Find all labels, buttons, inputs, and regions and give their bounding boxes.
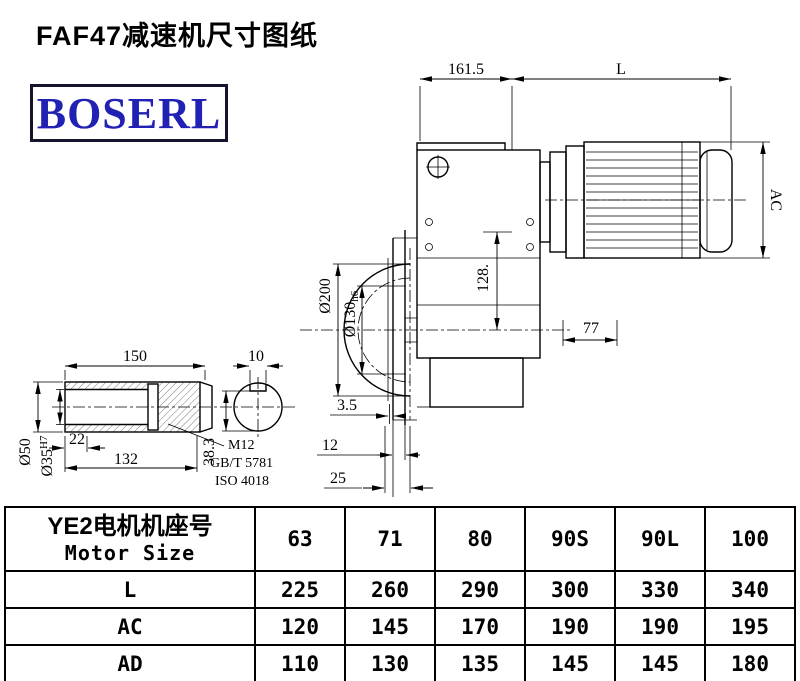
dimension-lines <box>35 76 766 491</box>
table-cell: 340 <box>704 570 796 609</box>
keyway-slot <box>249 384 267 392</box>
fan-cover <box>699 149 733 253</box>
dim-12-label: 12 <box>322 437 338 454</box>
dim-10-label: 10 <box>248 348 264 365</box>
dim-25-label: 25 <box>330 470 346 487</box>
note-iso-4018: ISO 4018 <box>215 474 269 489</box>
column-header-90s: 90S <box>524 506 616 572</box>
table-cell: 110 <box>254 644 346 681</box>
column-header-63: 63 <box>254 506 346 572</box>
center-lines <box>52 199 748 439</box>
table-cell: 225 <box>254 570 346 609</box>
dim-130-label: Ø130h6 <box>342 290 361 337</box>
boserl-logo: BOSERL <box>30 84 228 142</box>
hollow-shaft-detail <box>64 381 213 433</box>
table-cell: 120 <box>254 607 346 646</box>
column-header-71: 71 <box>344 506 436 572</box>
motor-fins <box>586 151 698 249</box>
table-cell: 180 <box>704 644 796 681</box>
table-cell: 190 <box>614 607 706 646</box>
table-cell: 290 <box>434 570 526 609</box>
column-header-90l: 90L <box>614 506 706 572</box>
eyebolt-icon <box>426 155 450 179</box>
table-cell: 300 <box>524 570 616 609</box>
column-header-100: 100 <box>704 506 796 572</box>
dim-132-label: 132 <box>114 451 138 468</box>
flange-circle-arc <box>343 263 411 397</box>
dim-3-5-label: 3.5 <box>337 397 357 414</box>
table-cell: 195 <box>704 607 796 646</box>
header-cn: YE2电机机座号 <box>47 512 213 540</box>
shaft-section-detail <box>233 382 283 432</box>
motor-size-header-cell: YE2电机机座号 Motor Size <box>4 506 256 572</box>
row-label-AD: AD <box>4 644 256 681</box>
m12-leader <box>167 423 225 447</box>
dim-L-label: L <box>616 61 626 78</box>
table-row-L: L 225 260 290 300 330 340 <box>4 570 796 609</box>
motor-size-table: YE2电机机座号 Motor Size 63 71 80 90S 90L 100… <box>4 506 796 681</box>
note-m12: M12 <box>228 438 254 453</box>
motor-outline <box>539 141 733 259</box>
table-header-row: YE2电机机座号 Motor Size 63 71 80 90S 90L 100 <box>4 506 796 572</box>
table-cell: 170 <box>434 607 526 646</box>
table-cell: 145 <box>614 644 706 681</box>
table-cell: 135 <box>434 644 526 681</box>
dim-77-label: 77 <box>583 320 599 337</box>
page-title: FAF47减速机尺寸图纸 <box>36 21 319 51</box>
dim-35-label: Ø35H7 <box>38 435 56 477</box>
dim-200-label: Ø200 <box>317 278 334 314</box>
table-cell: 130 <box>344 644 436 681</box>
header-en: Motor Size <box>64 541 196 566</box>
table-row-AC: AC 120 145 170 190 190 195 <box>4 607 796 646</box>
output-flange <box>343 230 417 497</box>
dim-150-label: 150 <box>123 348 147 365</box>
logo-text: BOSERL <box>36 88 222 138</box>
column-header-80: 80 <box>434 506 526 572</box>
table-cell: 330 <box>614 570 706 609</box>
dim-50-label: Ø50 <box>17 438 34 466</box>
dim-38-3-label: 38.3 <box>201 438 218 466</box>
dim-AC-label: AC <box>767 189 784 211</box>
dimension-labels: 161.5 L AC Ø200 Ø130h6 128. 77 3.5 12 25… <box>17 61 784 489</box>
table-cell: 145 <box>344 607 436 646</box>
row-label-L: L <box>4 570 256 609</box>
table-cell: 190 <box>524 607 616 646</box>
table-cell: 260 <box>344 570 436 609</box>
dim-128-label: 128. <box>475 264 492 292</box>
dim-161-5-label: 161.5 <box>448 61 484 78</box>
bolt-circle-arc <box>357 277 411 383</box>
dim-22-label: 22 <box>69 431 85 448</box>
table-cell: 145 <box>524 644 616 681</box>
gearbox-housing <box>416 142 541 408</box>
row-label-AC: AC <box>4 607 256 646</box>
table-row-AD: AD 110 130 135 145 145 180 <box>4 644 796 681</box>
note-gbt-5781: GB/T 5781 <box>210 456 273 471</box>
technical-drawing: 161.5 L AC Ø200 Ø130h6 128. 77 3.5 12 25… <box>17 61 784 497</box>
